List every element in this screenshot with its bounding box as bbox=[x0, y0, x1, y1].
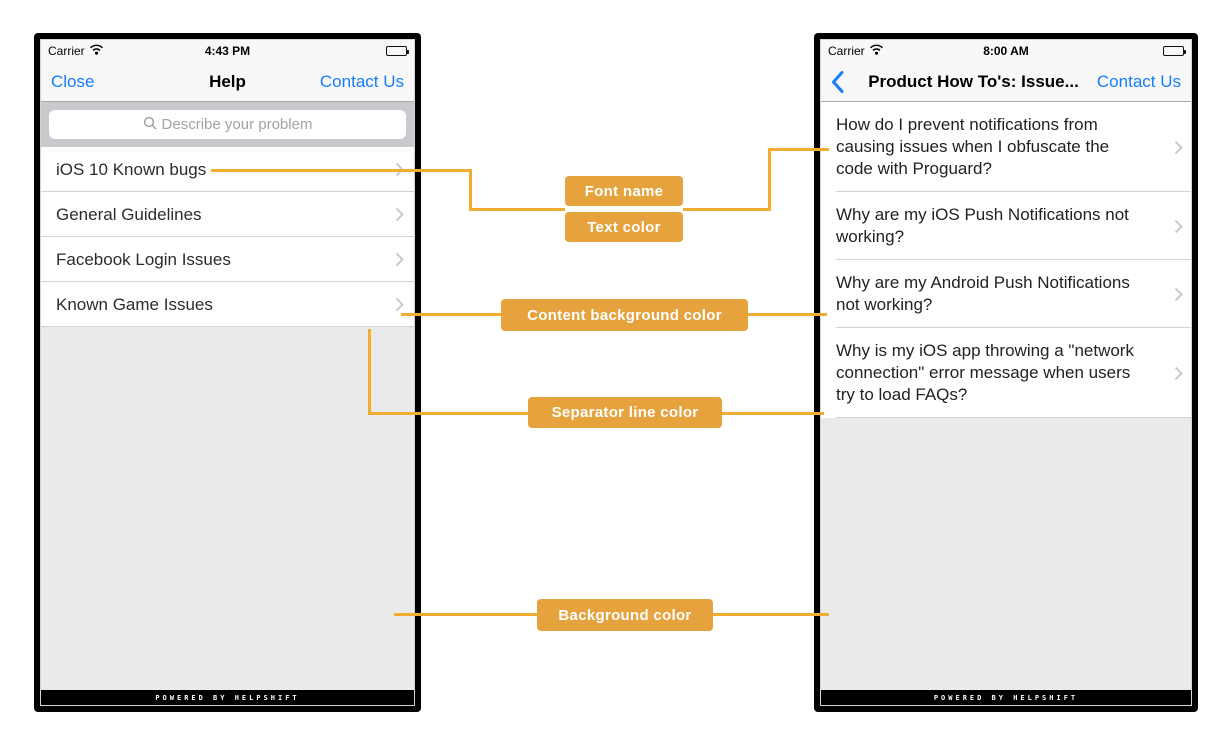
callout-line bbox=[469, 208, 565, 211]
faq-section-list: iOS 10 Known bugs General Guidelines Fac… bbox=[41, 147, 414, 327]
callout-line bbox=[368, 329, 371, 415]
powered-by-helpshift-bar: POWERED BY HELPSHIFT bbox=[821, 690, 1191, 705]
faq-item[interactable]: Why is my iOS app throwing a "network co… bbox=[821, 328, 1191, 418]
close-button[interactable]: Close bbox=[51, 71, 95, 91]
status-time: 8:00 AM bbox=[983, 44, 1029, 58]
wifi-icon bbox=[869, 44, 884, 58]
search-placeholder: Describe your problem bbox=[161, 116, 313, 133]
wifi-icon bbox=[89, 44, 104, 58]
right-nav-bar: Product How To's: Issue... Contact Us bbox=[821, 62, 1191, 102]
powered-by-helpshift-bar: POWERED BY HELPSHIFT bbox=[41, 690, 414, 705]
callout-line bbox=[713, 613, 829, 616]
faq-item[interactable]: Why are my Android Push Notifications no… bbox=[821, 260, 1191, 328]
chevron-right-icon bbox=[1174, 287, 1183, 302]
left-nav-bar: Close Help Contact Us bbox=[41, 62, 414, 102]
contact-us-button[interactable]: Contact Us bbox=[1096, 71, 1181, 91]
list-item[interactable]: General Guidelines bbox=[41, 192, 414, 237]
faq-item[interactable]: How do I prevent notifications from caus… bbox=[821, 102, 1191, 192]
annotation-font-name: Font name bbox=[565, 176, 683, 206]
callout-line bbox=[394, 613, 537, 616]
search-icon bbox=[143, 116, 157, 134]
right-phone-screen: Carrier 8:00 AM bbox=[820, 39, 1192, 706]
left-phone-screen: Carrier 4:43 PM bbox=[40, 39, 415, 706]
annotation-separator-line-color: Separator line color bbox=[528, 397, 722, 428]
annotation-content-background-color: Content background color bbox=[501, 299, 748, 331]
chevron-right-icon bbox=[395, 207, 404, 222]
callout-line bbox=[683, 208, 771, 211]
callout-line bbox=[768, 148, 829, 151]
left-phone-frame: Carrier 4:43 PM bbox=[34, 33, 421, 712]
callout-line bbox=[211, 169, 471, 172]
annotation-background-color: Background color bbox=[537, 599, 713, 631]
chevron-right-icon bbox=[395, 252, 404, 267]
left-status-bar: Carrier 4:43 PM bbox=[41, 40, 414, 62]
battery-icon bbox=[386, 46, 409, 56]
callout-line bbox=[368, 412, 528, 415]
list-item[interactable]: Known Game Issues bbox=[41, 282, 414, 327]
search-bar-container: Describe your problem bbox=[41, 102, 414, 147]
faq-question-list: How do I prevent notifications from caus… bbox=[821, 102, 1191, 418]
chevron-right-icon bbox=[1174, 219, 1183, 234]
back-button[interactable] bbox=[831, 70, 844, 93]
faq-item[interactable]: Why are my iOS Push Notifications not wo… bbox=[821, 192, 1191, 260]
callout-line bbox=[469, 169, 472, 211]
screen-background bbox=[41, 327, 414, 690]
chevron-right-icon bbox=[1174, 366, 1183, 381]
annotation-text-color: Text color bbox=[565, 212, 683, 242]
screen-background bbox=[821, 418, 1191, 690]
callout-line bbox=[748, 313, 827, 316]
right-phone-frame: Carrier 8:00 AM bbox=[814, 33, 1198, 712]
chevron-right-icon bbox=[395, 297, 404, 312]
right-nav-title: Product How To's: Issue... bbox=[868, 71, 1079, 91]
contact-us-button[interactable]: Contact Us bbox=[319, 71, 404, 91]
callout-line bbox=[401, 313, 501, 316]
chevron-right-icon bbox=[1174, 140, 1183, 155]
list-item[interactable]: Facebook Login Issues bbox=[41, 237, 414, 282]
battery-icon bbox=[1163, 46, 1186, 56]
carrier-label: Carrier bbox=[828, 44, 865, 58]
status-time: 4:43 PM bbox=[204, 44, 251, 58]
carrier-label: Carrier bbox=[48, 44, 85, 58]
search-input[interactable]: Describe your problem bbox=[49, 110, 406, 139]
right-status-bar: Carrier 8:00 AM bbox=[821, 40, 1191, 62]
callout-line bbox=[722, 412, 824, 415]
callout-line bbox=[768, 148, 771, 211]
